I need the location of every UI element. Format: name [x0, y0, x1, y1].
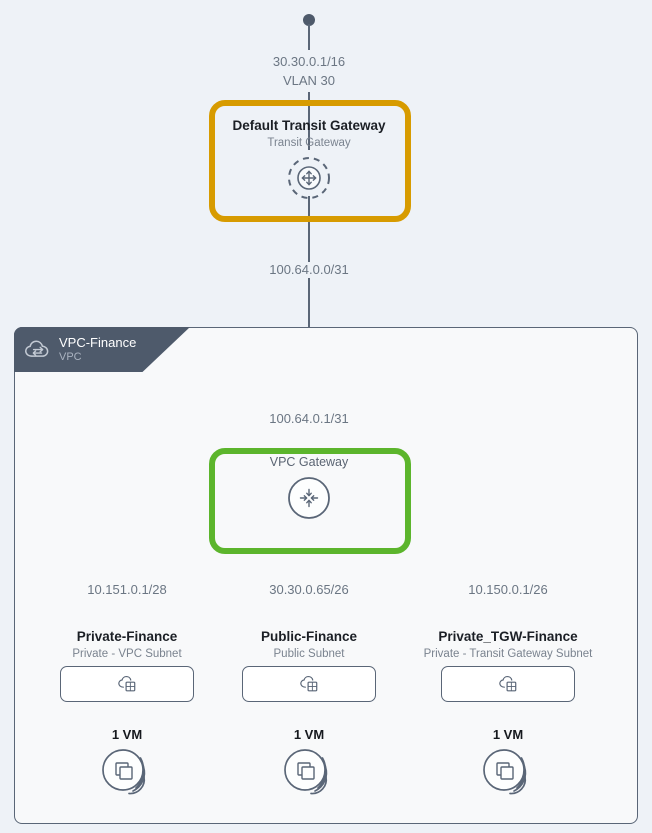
subnet-box[interactable]: [242, 666, 376, 702]
subnet-name-label: Public-Finance: [260, 629, 358, 644]
vpc-header[interactable]: VPC-Finance VPC: [14, 327, 190, 372]
vpc-name: VPC-Finance: [59, 334, 137, 350]
vpc-container[interactable]: VPC-Finance VPC: [14, 327, 638, 824]
vm-count-label: 1 VM: [111, 727, 143, 742]
vpc-type-label: VPC: [59, 350, 82, 363]
transit-gateway-icon[interactable]: [286, 155, 332, 206]
transit-gateway-title: Default Transit Gateway: [232, 118, 386, 133]
vpc-gateway-label: VPC Gateway: [269, 455, 349, 469]
vm-count-label: 1 VM: [492, 727, 524, 742]
vpc-gateway-icon[interactable]: [287, 476, 331, 525]
subnet-type-label: Public Subnet: [273, 648, 345, 660]
subnet-box[interactable]: [441, 666, 575, 702]
subnet-cidr-label: 30.30.0.65/26: [269, 582, 349, 597]
subnet-cloud-icon: [116, 674, 138, 694]
subnet-type-label: Private - VPC Subnet: [72, 648, 182, 660]
subnet-type-label: Private - Transit Gateway Subnet: [423, 648, 593, 660]
subnet-name-label: Private-Finance: [76, 629, 178, 644]
transit-gateway-subtitle: Transit Gateway: [267, 137, 351, 149]
vm-stack-icon[interactable]: [481, 746, 535, 803]
subnet-name-label: Private_TGW-Finance: [438, 629, 578, 644]
transit-gateway-box[interactable]: [209, 100, 411, 222]
subnet-box[interactable]: [60, 666, 194, 702]
vm-stack-icon[interactable]: [100, 746, 154, 803]
uplink-endpoint-dot: [303, 14, 315, 26]
subnet-cloud-icon: [298, 674, 320, 694]
vpc-uplink-cidr-label: 100.64.0.1/31: [269, 411, 349, 426]
tgw-downlink-cidr-label: 100.64.0.0/31: [269, 262, 349, 277]
subnet-cloud-icon: [497, 674, 519, 694]
subnet-cidr-label: 10.150.0.1/26: [468, 582, 548, 597]
vpc-gateway-box[interactable]: [209, 448, 411, 554]
vpc-cloud-icon: [24, 338, 52, 362]
subnet-cidr-label: 10.151.0.1/28: [87, 582, 167, 597]
uplink-cidr-label: 30.30.0.1/16: [272, 54, 346, 69]
uplink-vlan-label: VLAN 30: [282, 73, 336, 88]
vm-stack-icon[interactable]: [282, 746, 336, 803]
vm-count-label: 1 VM: [293, 727, 325, 742]
